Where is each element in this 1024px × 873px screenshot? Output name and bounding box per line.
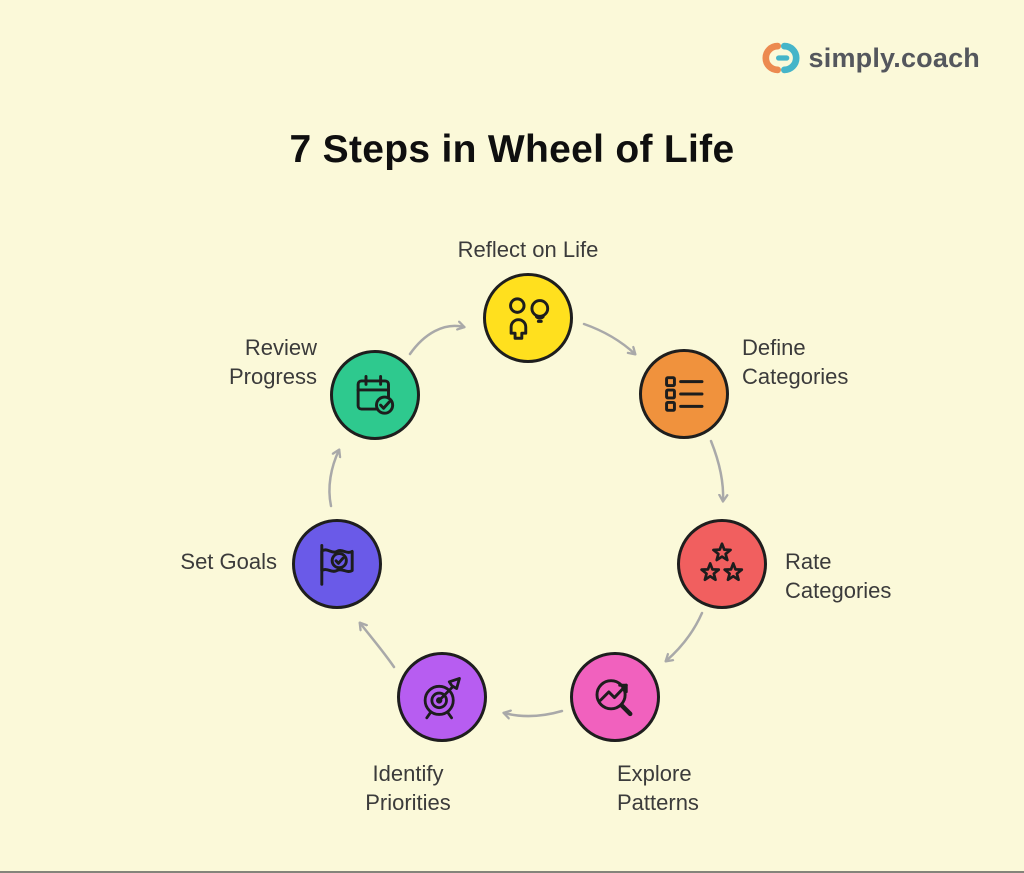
magnifier-trend-icon (595, 679, 633, 717)
step-node-explore-patterns (570, 652, 660, 742)
step-node-review-progress (330, 350, 420, 440)
target-dart-icon (423, 677, 461, 720)
brand-logo: simply.coach (762, 40, 980, 76)
step-label-set-goals: Set Goals (180, 549, 277, 574)
calendar-check-icon (356, 374, 395, 415)
arrow-setgoals-to-review (328, 450, 339, 508)
arrow-define-to-rate (709, 439, 723, 501)
step-node-reflect-on-life (483, 273, 573, 363)
step-node-rate-categories (677, 519, 767, 609)
step-circle-identify (397, 652, 487, 742)
step-label-identify-priorities: Identify Priorities (365, 761, 451, 815)
arrow-reflect-to-define (582, 322, 635, 354)
step-circle-explore (570, 652, 660, 742)
step-node-define-categories (639, 349, 729, 439)
arrow-explore-to-identify (504, 711, 564, 716)
step-circle-define (639, 349, 729, 439)
step-node-identify-priorities (397, 652, 487, 742)
step-label-rate-categories: Rate Categories (785, 549, 892, 603)
step-label-define-categories: Define Categories (742, 335, 849, 389)
step-label-review-progress: Review Progress (228, 335, 317, 389)
checklist-icon (665, 376, 704, 412)
step-node-set-goals (292, 519, 382, 609)
arrow-rate-to-explore (666, 611, 704, 661)
arrow-identify-to-setgoals (360, 623, 396, 669)
step-circle-review (330, 350, 420, 440)
step-label-explore-patterns: Explore Patterns (617, 761, 699, 815)
three-stars-icon (700, 542, 744, 582)
flag-check-icon (320, 543, 354, 586)
step-label-reflect-on-life: Reflect on Life (457, 237, 599, 262)
step-circle-reflect (483, 273, 573, 363)
page-title: 7 Steps in Wheel of Life (289, 128, 735, 171)
simply-coach-logo-icon (762, 42, 799, 74)
brand-logo-text: simply.coach (808, 42, 980, 73)
step-circle-rate (677, 519, 767, 609)
step-circle-setgoals (292, 519, 382, 609)
person-lightbulb-icon (509, 297, 550, 340)
